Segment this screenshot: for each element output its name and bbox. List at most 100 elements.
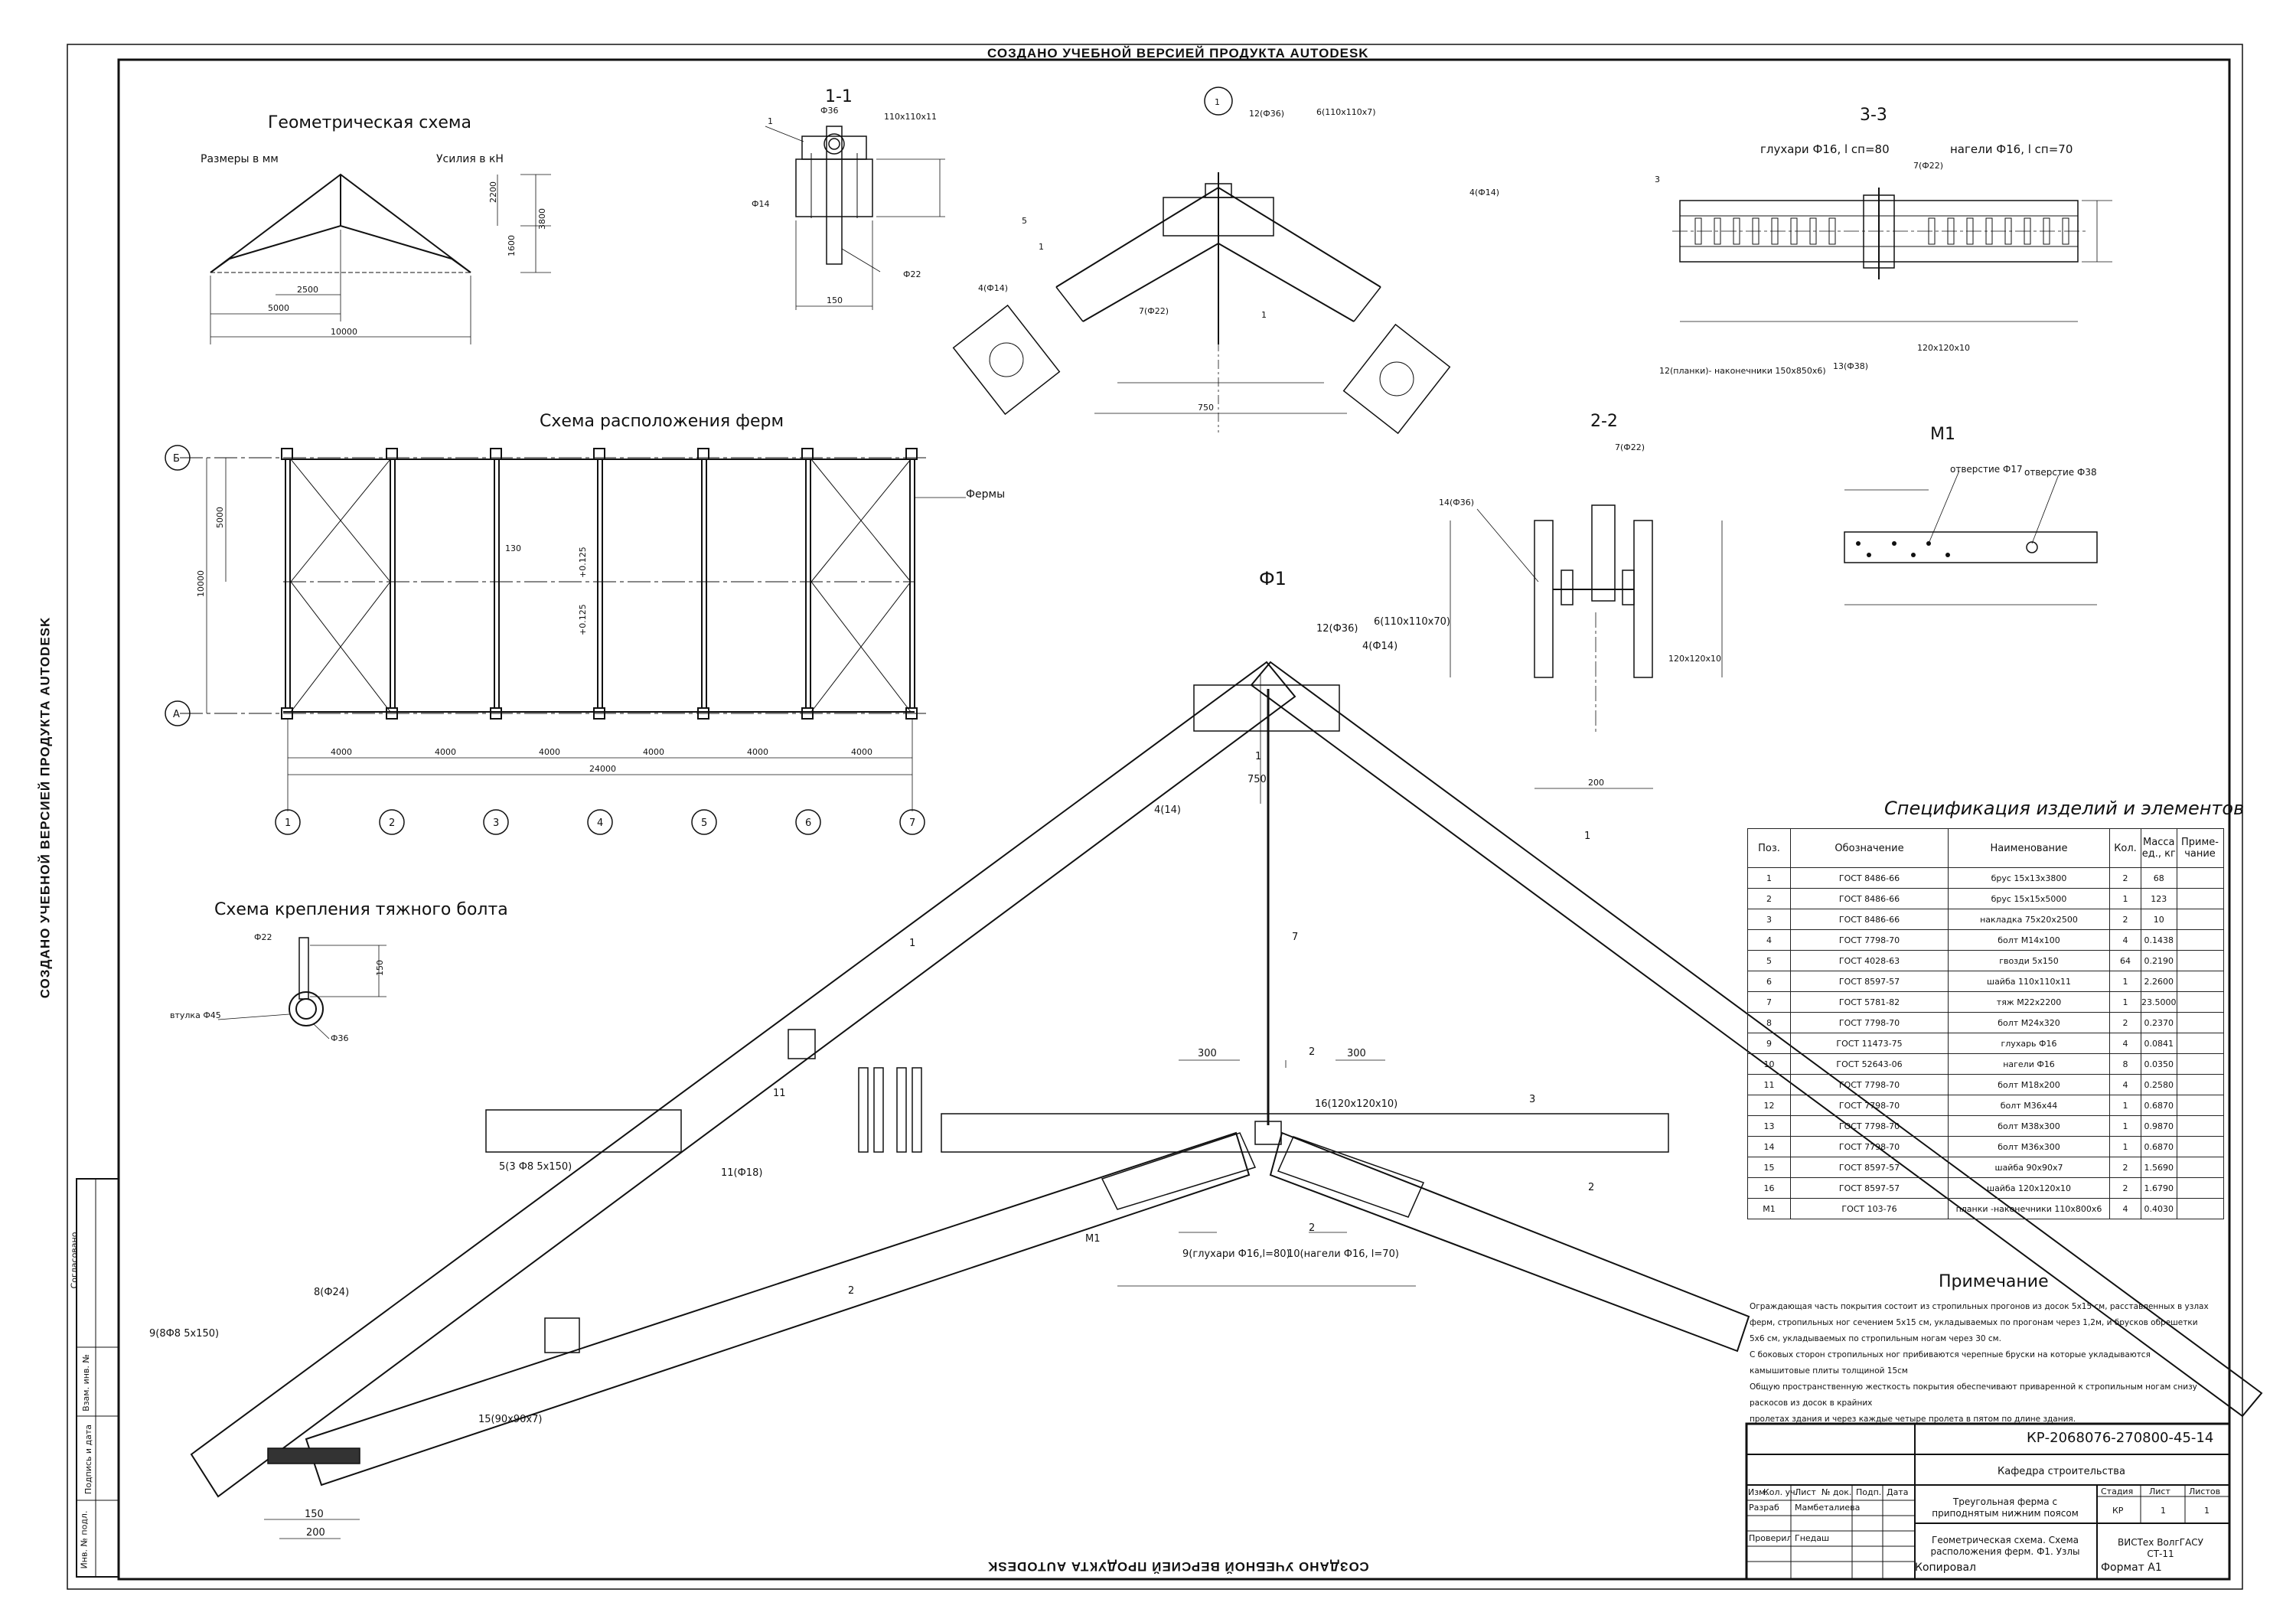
spec-cell: ГОСТ 5781-82: [1790, 991, 1949, 1013]
dowel-pin: [2062, 217, 2069, 245]
section-33-title: 3-3: [1860, 106, 1887, 125]
spec-cell: ГОСТ 52643-06: [1790, 1053, 1949, 1075]
spec-cell: ГОСТ 8486-66: [1790, 867, 1949, 889]
spec-cell: 1: [2109, 971, 2141, 992]
spec-cell: [2176, 971, 2224, 992]
spec-cell: 8: [2109, 1053, 2141, 1075]
f1-label-8: 8(Ф24): [314, 1287, 349, 1298]
spec-cell: 0.2580: [2141, 1074, 2177, 1095]
spec-cell: ГОСТ 4028-63: [1790, 950, 1949, 971]
spec-cell: шайба 110х110х11: [1948, 971, 2110, 992]
spec-cell: 0.9870: [2141, 1115, 2177, 1137]
spec-cell: ГОСТ 8486-66: [1790, 888, 1949, 909]
spec-cell: ГОСТ 7798-70: [1790, 1095, 1949, 1116]
spec-cell: 64: [2109, 950, 2141, 971]
spec-cell: шайба 90х90х7: [1948, 1157, 2110, 1178]
side-label-sign: Подпись и дата: [83, 1424, 94, 1495]
s33-label-13: 13(Ф38): [1833, 361, 1868, 371]
spec-cell: ГОСТ 7798-70: [1790, 929, 1949, 951]
inner-frame: [117, 58, 2231, 1581]
span-dim-4: 4000: [643, 747, 664, 757]
span-dim-1: 4000: [331, 747, 352, 757]
spec-cell: 23.5000: [2141, 991, 2177, 1013]
sizes-label: Размеры в мм: [201, 153, 279, 165]
spec-cell: 2: [2109, 1177, 2141, 1199]
spec-cell: [2176, 1074, 2224, 1095]
spec-cell: болт М38х300: [1948, 1115, 2110, 1137]
dowel-pin: [1733, 217, 1740, 245]
axis-label-3: 3: [493, 818, 499, 829]
spec-cell: ГОСТ 103-76: [1790, 1198, 1949, 1219]
spec-cell: 13: [1747, 1115, 1791, 1137]
spec-cell: ГОСТ 7798-70: [1790, 1012, 1949, 1033]
spec-cell: 6: [1747, 971, 1791, 992]
f1-label-12: 12(Ф36): [1316, 623, 1358, 635]
spec-cell: 0.1438: [2141, 929, 2177, 951]
spec-cell: ГОСТ 8597-57: [1790, 1157, 1949, 1178]
dowel-pin: [1771, 217, 1779, 245]
bolt-scheme-title: Схема крепления тяжного болта: [214, 900, 508, 919]
dowel-pin: [2004, 217, 2012, 245]
geom-scheme-title: Геометрическая схема: [268, 113, 471, 132]
spec-cell: накладка 75х20х2500: [1948, 909, 2110, 930]
spec-cell: 1.6790: [2141, 1177, 2177, 1199]
f1-label-5: 5(3 Ф8 5х150): [499, 1161, 572, 1173]
spec-cell: 68: [2141, 867, 2177, 889]
layout-dim-5000: 5000: [215, 507, 225, 528]
stamp-sheet-name: Геометрическая схема. Схема расположения…: [1930, 1535, 2080, 1557]
f1-label-6: 6(110х110х70): [1374, 616, 1450, 628]
spec-cell: [2176, 1157, 2224, 1178]
spec-cell: 4: [2109, 1033, 2141, 1054]
stamp-col-doc: № док.: [1821, 1487, 1852, 1497]
spec-cell: 2: [2109, 1012, 2141, 1033]
spec-h-mass: Масса ед., кг: [2141, 828, 2177, 868]
m1-title: М1: [1930, 425, 1955, 444]
stamp-sheet-label: Лист: [2149, 1487, 2170, 1496]
note-line: С боковых сторон стропильных ног прибива…: [1750, 1350, 2151, 1376]
spec-cell: ГОСТ 11473-75: [1790, 1033, 1949, 1054]
spec-cell: брус 15х15х5000: [1948, 888, 2110, 909]
s11-label-f36: Ф36: [820, 106, 838, 116]
s22-dim-200: 200: [1588, 778, 1604, 788]
stamp-name-developer: Мамбеталиева: [1795, 1503, 1861, 1513]
stamp-stage: КР: [2112, 1506, 2124, 1516]
node1-circle-label: 1: [1215, 97, 1220, 107]
spec-cell: 1.5690: [2141, 1157, 2177, 1178]
spec-cell: [2176, 950, 2224, 971]
spec-cell: [2176, 1115, 2224, 1137]
spec-cell: 5: [1747, 950, 1791, 971]
s33-label-7: 7(Ф22): [1913, 161, 1943, 171]
span-dim-6: 4000: [851, 747, 872, 757]
section-22-title: 2-2: [1590, 412, 1618, 431]
note-line: Ограждающая часть покрытия состоит из ст…: [1750, 1302, 2209, 1343]
layout-mark-2: +0.125: [578, 604, 588, 635]
spec-cell: 123: [2141, 888, 2177, 909]
truss-layout-drawing: [165, 445, 966, 835]
spec-cell: 1: [2109, 1095, 2141, 1116]
dowel-pin: [1947, 217, 1955, 245]
dowel-pin: [1790, 217, 1798, 245]
spec-cell: 15: [1747, 1157, 1791, 1178]
spec-cell: 4: [2109, 929, 2141, 951]
stamp-dept: Кафедра строительства: [1998, 1466, 2125, 1477]
spec-cell: болт М36х44: [1948, 1095, 2110, 1116]
stamp-name-checker: Гнедаш: [1795, 1533, 1830, 1543]
axis-label-7: 7: [909, 818, 915, 829]
spec-cell: нагели Ф16: [1948, 1053, 2110, 1075]
f1-label-750: 750: [1247, 774, 1267, 785]
spec-cell: 16: [1747, 1177, 1791, 1199]
spec-cell: [2176, 991, 2224, 1013]
note-title: Примечание: [1939, 1272, 2049, 1291]
f1-label-m1: М1: [1085, 1233, 1101, 1245]
section-22-drawing: [1450, 504, 1723, 789]
note-line: пролетах здания и через каждые четыре пр…: [1750, 1415, 2076, 1424]
stamp-project: Треугольная ферма с приподнятым нижним п…: [1932, 1496, 2079, 1519]
spec-cell: глухарь Ф16: [1948, 1033, 2110, 1054]
f1-dim-200: 150: [305, 1509, 324, 1520]
dowel-pin: [2024, 217, 2031, 245]
